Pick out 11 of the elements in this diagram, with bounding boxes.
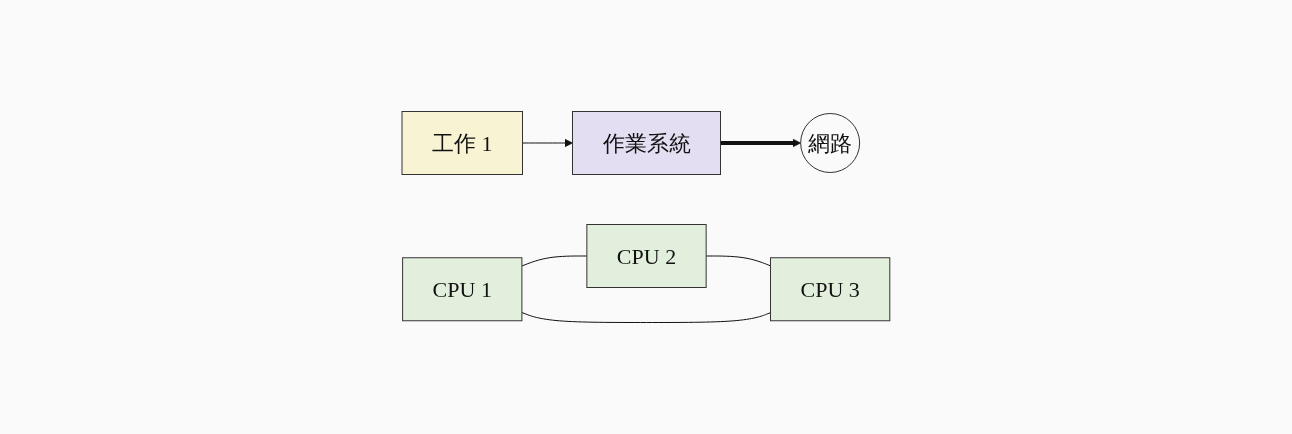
- arrow: [522, 138, 573, 148]
- node-box: 作業系統: [572, 111, 722, 175]
- arrow: [720, 138, 802, 148]
- node-box: CPU 3: [770, 257, 891, 322]
- node-box: CPU 2: [586, 224, 707, 288]
- connector: [521, 255, 588, 267]
- node-circle: 網路: [800, 113, 861, 173]
- connector: [521, 312, 772, 323]
- node-box: CPU 1: [402, 257, 523, 322]
- node-box: 工作 1: [401, 111, 524, 175]
- connector: [705, 255, 772, 267]
